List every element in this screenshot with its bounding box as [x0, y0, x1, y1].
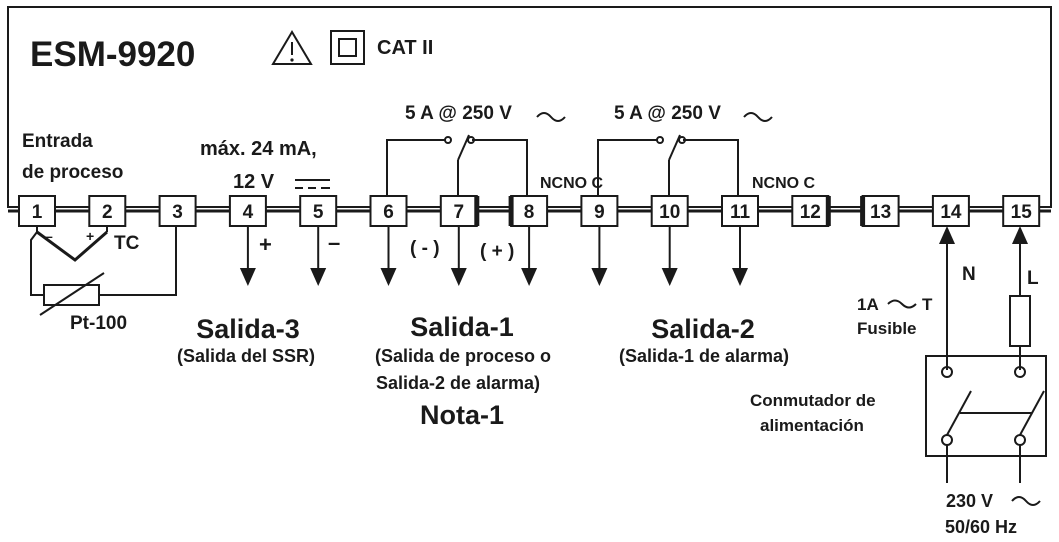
output3-plus-label: +	[259, 232, 272, 257]
output3-rating-line1: máx. 24 mA,	[200, 138, 317, 160]
terminal-8: 8	[508, 195, 549, 227]
terminal-5: 5	[299, 195, 338, 227]
terminal-12: 12	[791, 195, 831, 227]
input-label-line2: de proceso	[22, 162, 123, 183]
terminal-number: 7	[454, 202, 465, 223]
terminal-number: 5	[313, 202, 324, 223]
terminal-13: 13	[860, 195, 900, 227]
ac-symbol-icon	[1011, 496, 1041, 506]
supply-frequency: 50/60 Hz	[945, 517, 1017, 537]
ac-symbol-icon	[887, 299, 917, 309]
arrow-down-icon	[380, 226, 397, 286]
switch-label-line2: alimentación	[760, 416, 864, 435]
tc-plus-label: +	[86, 228, 94, 244]
rtd-wiring: Pt-100	[30, 226, 177, 334]
terminal-number: 15	[1011, 202, 1033, 223]
output3-title: Salida-3	[196, 314, 300, 344]
tc-label: TC	[114, 233, 140, 254]
neutral-label: N	[962, 264, 976, 285]
line-label: L	[1027, 268, 1039, 289]
category-label: CAT II	[377, 37, 433, 59]
arrow-down-icon	[310, 226, 327, 286]
output2-title: Salida-2	[651, 314, 755, 344]
output1-title: Salida-1	[410, 312, 514, 342]
thermocouple-wiring: – + TC	[36, 226, 140, 262]
arrow-down-icon	[591, 226, 608, 286]
terminal-number: 13	[870, 202, 891, 223]
terminal-number: 9	[594, 202, 605, 223]
pt100-label: Pt-100	[70, 313, 127, 334]
terminal-number: 12	[800, 202, 821, 223]
pt100-resistor-icon	[43, 284, 100, 306]
terminal-15: 15	[1002, 195, 1041, 227]
power-switch-box	[925, 355, 1047, 457]
output2-contacts: NCNO C	[752, 175, 816, 192]
terminal-number: 11	[730, 202, 751, 223]
arrow-down-icon	[732, 226, 748, 286]
terminal-number: 2	[102, 202, 113, 223]
output2-rating: 5 A @ 250 V	[614, 103, 721, 124]
input-label-line1: Entrada	[22, 131, 93, 152]
terminal-number: 3	[172, 202, 183, 223]
note-label: Nota-1	[420, 400, 504, 430]
output3-subtitle: (Salida del SSR)	[177, 346, 315, 366]
warning-triangle-icon	[271, 30, 313, 65]
arrow-down-icon	[661, 226, 678, 286]
terminal-3: 3	[158, 195, 197, 227]
output2-subtitle: (Salida-1 de alarma)	[619, 346, 789, 366]
ac-symbol-icon	[743, 112, 773, 122]
fuse-rating: 1A	[857, 295, 879, 314]
output1-subtitle-line1: (Salida de proceso o	[375, 346, 551, 366]
arrow-down-icon	[521, 226, 538, 286]
terminal-6: 6	[369, 195, 408, 227]
fuse-label: Fusible	[857, 319, 917, 338]
arrow-down-icon	[239, 226, 256, 286]
terminal-11: 11	[721, 195, 759, 227]
model-title: ESM-9920	[30, 35, 195, 74]
fuse-icon	[1009, 295, 1031, 347]
device-housing	[7, 6, 1052, 208]
supply-voltage: 230 V	[946, 491, 993, 511]
terminal-4: 4	[228, 195, 267, 227]
terminal-number: 8	[524, 202, 535, 223]
relay1-contacts	[386, 134, 528, 196]
output3-rating-line2: 12 V	[233, 171, 275, 193]
terminal-number: 4	[243, 202, 254, 223]
ac-symbol-icon	[536, 112, 566, 122]
tc-minus-label: –	[45, 228, 53, 244]
terminal-number: 6	[383, 202, 394, 223]
output1-subtitle-line2: Salida-2 de alarma)	[376, 373, 540, 393]
terminal-7: 7	[439, 195, 480, 227]
power-wiring	[925, 226, 1047, 483]
double-insulation-icon	[330, 30, 365, 65]
terminal-number: 1	[32, 202, 43, 223]
switch-label-line1: Conmutador de	[750, 391, 876, 410]
output1-rating: 5 A @ 250 V	[405, 103, 512, 124]
fuse-type: T	[922, 295, 933, 314]
terminal-1: 1	[18, 195, 56, 227]
terminal-number: 14	[940, 202, 962, 223]
relay2-contacts	[597, 134, 739, 196]
terminal-9: 9	[580, 195, 619, 227]
terminal-14: 14	[931, 195, 970, 227]
arrow-down-icon	[450, 226, 467, 286]
output1-minus-label: ( - )	[410, 238, 440, 259]
terminal-10: 10	[650, 195, 689, 227]
output-arrows	[239, 226, 748, 286]
output1-plus-label: ( + )	[480, 241, 514, 262]
terminal-number: 10	[659, 202, 680, 223]
output1-contacts: NCNO C	[540, 175, 604, 192]
dc-symbol-icon	[295, 179, 330, 189]
output3-minus-label: –	[328, 230, 340, 255]
terminal-2: 2	[88, 195, 127, 227]
